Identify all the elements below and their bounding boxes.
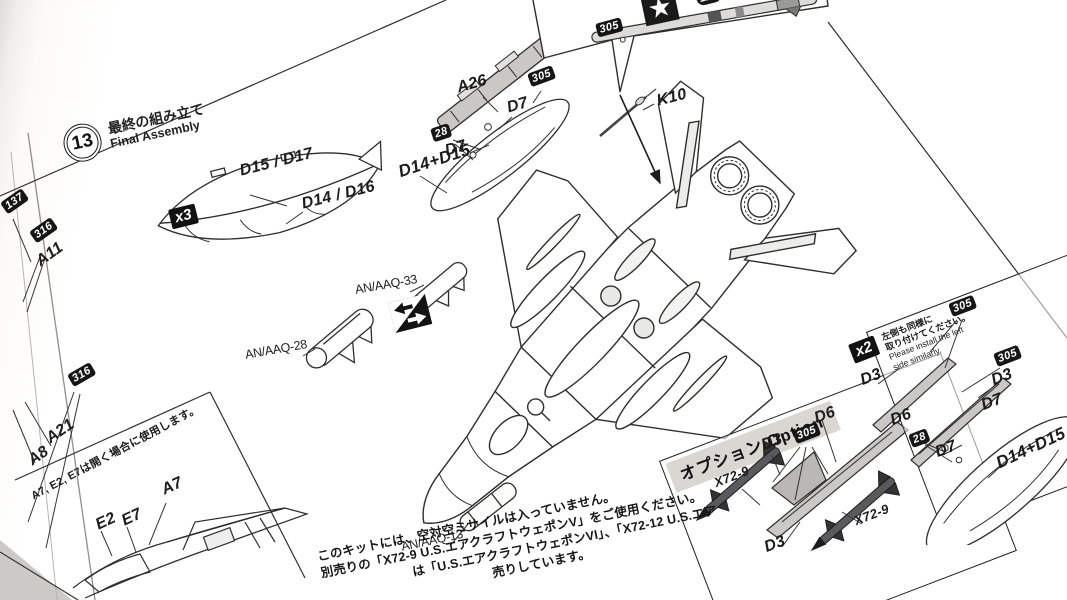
aaq28-pod-drawing xyxy=(305,308,374,369)
step-number: 13 xyxy=(69,129,95,155)
a26-pylon-drawing xyxy=(430,27,570,212)
aaq13-pod-drawing xyxy=(459,482,517,532)
aircraft-drawing xyxy=(422,80,858,524)
mirror-box-drawing xyxy=(872,357,1067,545)
option-missiles-drawing xyxy=(695,421,909,552)
canopy-drawing xyxy=(72,507,309,599)
parts-choice-icon xyxy=(388,293,434,338)
drop-tank-drawing xyxy=(157,140,383,243)
